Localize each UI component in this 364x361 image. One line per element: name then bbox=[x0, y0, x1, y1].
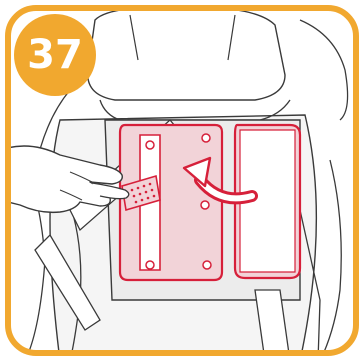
step-number: 37 bbox=[14, 14, 96, 96]
step-badge: 37 bbox=[0, 0, 104, 104]
headrest bbox=[88, 8, 285, 101]
snap-2 bbox=[202, 134, 210, 142]
snap-3 bbox=[201, 201, 209, 209]
snap-1 bbox=[146, 141, 154, 149]
snap-4 bbox=[146, 261, 154, 269]
snap-5 bbox=[203, 261, 211, 269]
